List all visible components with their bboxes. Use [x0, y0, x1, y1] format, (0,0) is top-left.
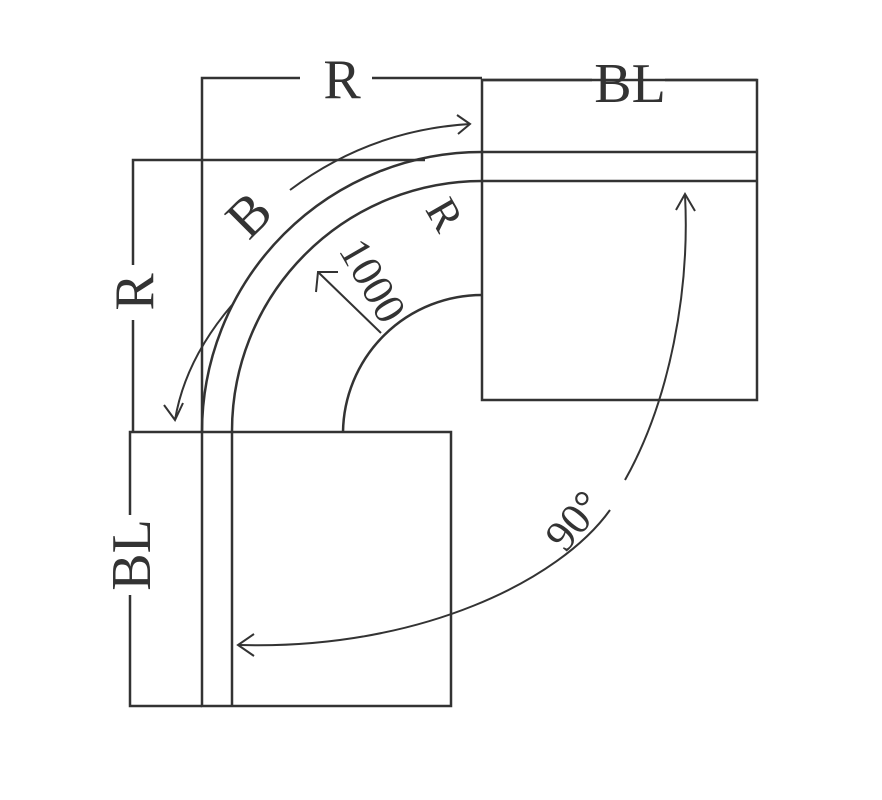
b-arc-arrow-lower — [174, 304, 233, 421]
left-bl-dimension-top — [128, 430, 202, 515]
radius-arrow-line — [317, 271, 382, 334]
radius-value-label: 1000 — [329, 230, 415, 331]
angle-arc — [239, 194, 687, 647]
corner-back-inner-arc — [230, 179, 483, 433]
left-bl-label: BL — [101, 519, 163, 591]
left-bl-dimension-bottom — [128, 595, 202, 708]
top-right-module — [480, 78, 759, 402]
top-r-dimension-left — [200, 76, 300, 432]
b-arrowhead-down-icon — [163, 402, 184, 422]
b-label: B — [214, 180, 284, 250]
angle-arrowhead-left-icon — [236, 633, 255, 657]
top-bl-label: BL — [594, 53, 666, 115]
top-r-label: R — [323, 49, 361, 111]
b-arc-arrow-upper — [289, 123, 471, 191]
angle-arrowhead-up-icon — [675, 191, 696, 212]
left-r-dimension-top — [131, 158, 425, 265]
radius-prefix-label: R — [416, 190, 473, 240]
bottom-left-module — [200, 430, 453, 708]
radius-arrowhead-icon — [315, 271, 338, 293]
angle-label: 90° — [535, 481, 612, 560]
corner-seat-inner-arc — [341, 293, 483, 433]
left-r-label: R — [104, 273, 166, 311]
b-arrowhead-right-icon — [456, 114, 472, 135]
